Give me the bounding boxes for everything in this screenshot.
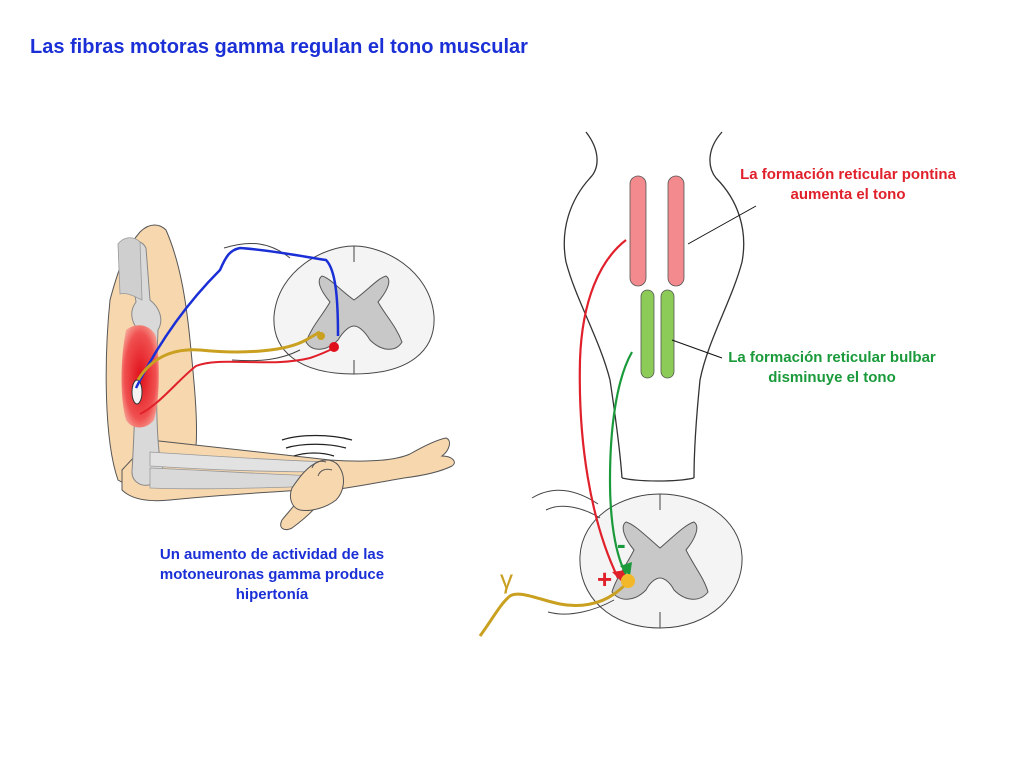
- ventral-root-left: [231, 349, 301, 362]
- gamma-motoneuron-right: [621, 574, 635, 588]
- label-pontine-formation: La formación reticular pontina aumenta e…: [740, 166, 956, 203]
- muscle-spindle: [131, 379, 143, 405]
- label-hypertonia: Un aumento de actividad de las motoneuro…: [159, 546, 385, 603]
- pontine-reticular-left: [629, 175, 647, 287]
- dorsal-root-right: [531, 489, 599, 505]
- bulbar-reticular-left: [640, 289, 655, 379]
- gamma-fiber-right: [478, 580, 630, 637]
- afferent-fiber: [134, 246, 340, 389]
- gamma-neuron-dot: [317, 332, 325, 340]
- spinal-cord-left: [223, 242, 435, 375]
- descending-tracts: [478, 239, 635, 637]
- gray-matter-left: [305, 275, 403, 350]
- alpha-neuron-dot: [329, 342, 339, 352]
- inhibitory-sign: -: [617, 529, 626, 559]
- dorsal-root-right-2: [545, 505, 601, 519]
- reticulospinal-bulbar-tract: [608, 351, 633, 575]
- slide-title: Las fibras motoras gamma regulan el tono…: [30, 36, 528, 58]
- gray-matter-right: [611, 521, 709, 600]
- excitatory-sign: +: [597, 564, 613, 594]
- brainstem-base: [621, 477, 695, 482]
- pointer-pontina: [687, 205, 757, 245]
- spinal-cord-right: [531, 489, 743, 629]
- nerve-fibers-left: [134, 246, 340, 415]
- bulbar-arrowhead: [620, 562, 632, 576]
- gamma-symbol: γ: [500, 564, 513, 594]
- scapula-bone: [117, 237, 143, 301]
- label-bulbar-formation: La formación reticular bulbar disminuye …: [728, 349, 936, 386]
- pontine-reticular-right: [667, 175, 685, 287]
- arm-illustration: [105, 224, 455, 531]
- gamma-fiber-left: [136, 330, 321, 381]
- alpha-fiber-left: [139, 347, 335, 415]
- reticulospinal-pontine-tract: [578, 239, 627, 579]
- examiner-fingers: [311, 460, 333, 477]
- brainstem-outline-right: [693, 131, 745, 479]
- motion-lines: [281, 434, 353, 457]
- brainstem: [563, 131, 757, 482]
- ventral-root-right: [547, 599, 615, 615]
- pointer-bulbar: [671, 339, 723, 359]
- bulbar-reticular-right: [660, 289, 675, 379]
